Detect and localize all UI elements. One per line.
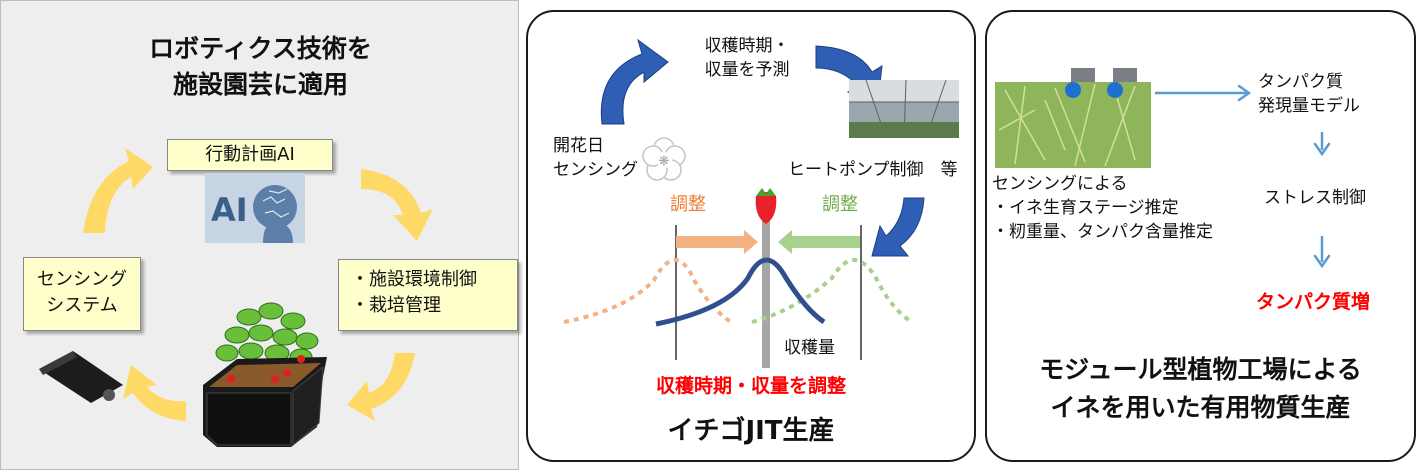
strawberry-planter-image: [203, 302, 327, 447]
sensing-line1: センシング: [37, 269, 127, 290]
orange-dashed-curve: [563, 258, 733, 324]
camera-image: [39, 351, 123, 403]
harvest-adjust-caption: 収穫時期・収量を調整: [655, 375, 846, 397]
adjust-left-label: 調整: [670, 194, 706, 215]
robotics-panel: ロボティクス技術を 施設園芸に適用 行動計画AI AI ・施設環境制御 ・栽培管…: [0, 0, 519, 470]
rice-sensing-line3: ・籾重量、タンパク含量推定: [992, 222, 1213, 242]
rice-diagram: [995, 68, 1331, 269]
protein-increase-label: タンパク質増: [1256, 291, 1371, 313]
rice-sensing-line2: ・イネ生育ステージ推定: [992, 198, 1179, 218]
sensing-system-box: センシング システム: [23, 257, 141, 331]
rice-sensing-line1: センシングによる: [992, 174, 1128, 194]
control-box: ・施設環境制御 ・栽培管理: [338, 259, 518, 331]
harvest-curve: [655, 257, 826, 327]
cycle-arrow-upper-right: [361, 169, 433, 241]
rice-title-line1: モジュール型植物工場による: [1039, 355, 1362, 384]
flower-icon: ❋: [642, 137, 686, 181]
harvest-amount-label: 収穫量: [784, 338, 835, 358]
green-dashed-curve: [751, 258, 914, 324]
cycle-arrow-upper-left: [83, 148, 153, 233]
center-pole: [762, 218, 770, 368]
svg-text:❋: ❋: [659, 154, 670, 169]
adjust-right-label: 調整: [822, 194, 858, 215]
sensor-devices: [1065, 68, 1137, 98]
control-line1: ・施設環境制御: [351, 269, 477, 290]
strawberry-icon: [755, 188, 777, 224]
robotics-title-line1: ロボティクス技術を: [149, 34, 372, 63]
protein-model-line2: 発現量モデル: [1258, 96, 1360, 116]
protein-model-line1: タンパク質: [1258, 72, 1343, 92]
control-line2: ・栽培管理: [351, 295, 441, 316]
ai-image-label: AI: [211, 191, 248, 229]
blue-arrow-down: [871, 197, 925, 257]
cycle-arrow-lower-right: [347, 353, 415, 421]
greenhouse-photo: [849, 79, 959, 139]
orange-adjust-arrow: [676, 230, 758, 254]
predict-line1: 収穫時期・: [704, 36, 790, 56]
predict-line2: 収量を予測: [704, 60, 790, 80]
ai-head-image: AI: [205, 173, 305, 243]
ai-plan-box: 行動計画AI: [167, 139, 333, 171]
jit-diagram: ❋: [563, 38, 959, 368]
sensing-line2: システム: [46, 295, 118, 316]
cycle-arrows: [83, 148, 433, 421]
cycle-arrow-lower-left: [123, 365, 186, 421]
robotics-title-line2: 施設園芸に適用: [172, 70, 348, 99]
stress-control-label: ストレス制御: [1264, 188, 1366, 208]
flower-line1: 開花日: [553, 136, 604, 156]
green-adjust-arrow: [778, 230, 860, 254]
heatpump-label: ヒートポンプ制御 等: [788, 160, 958, 180]
flower-line2: センシング: [553, 160, 638, 180]
rice-title-line2: イネを用いた有用物質生産: [1050, 393, 1351, 422]
blue-arrow-up: [600, 38, 669, 125]
jit-title: イチゴJIT生産: [667, 416, 835, 446]
